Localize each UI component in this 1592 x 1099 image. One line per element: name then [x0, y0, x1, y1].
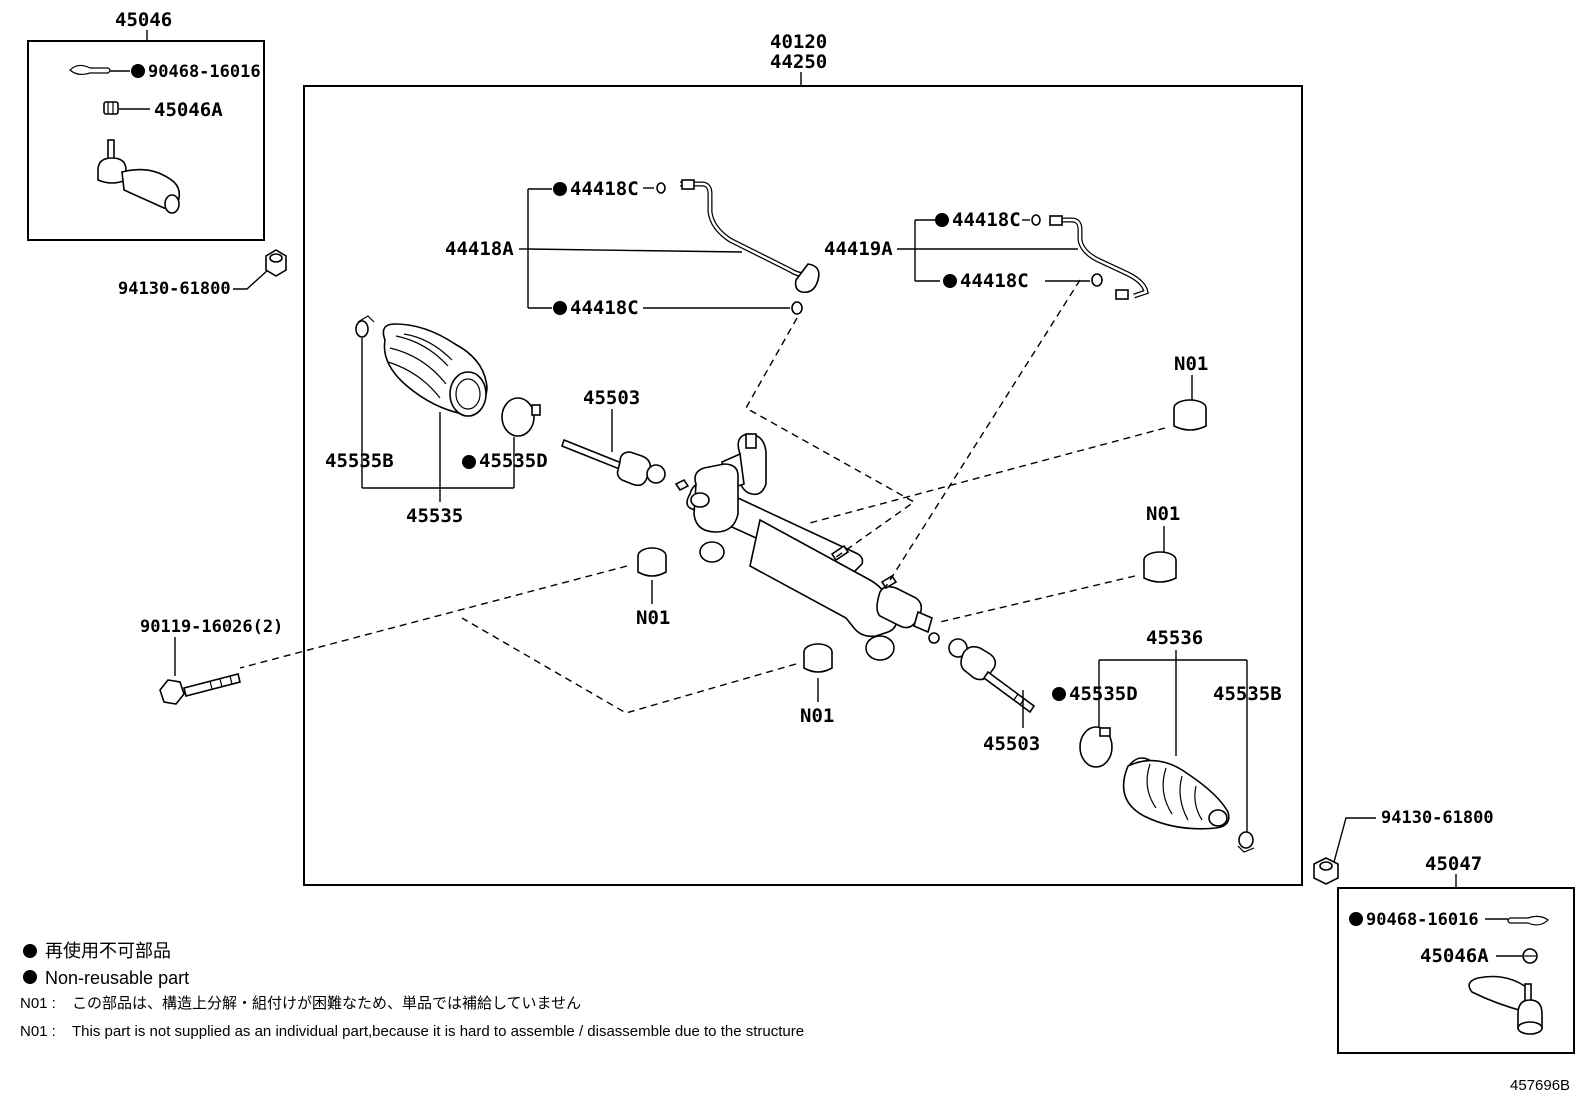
nonreusable-dot: [553, 301, 567, 315]
boot-right-clamp-icon: [1079, 726, 1113, 768]
tube-right-gasket-bottom[interactable]: 44418C: [960, 270, 1029, 292]
lock-nut-left-icon: [265, 249, 287, 277]
bolt-icon: [159, 673, 241, 705]
nonreusable-dot: [462, 455, 476, 469]
boot-left-clip-label[interactable]: 45535B: [325, 450, 394, 472]
tie-rod-end-right-pin[interactable]: 90468-16016: [1366, 910, 1479, 930]
tie-rod-end-right-nut[interactable]: 45046A: [1420, 945, 1489, 967]
boot-left-icon: [382, 323, 488, 417]
bushing-icon-2: [1143, 551, 1177, 583]
gasket-icon: [1031, 214, 1041, 226]
lock-nut-left-label[interactable]: 94130-61800: [118, 279, 231, 299]
cotter-pin-icon: [69, 64, 111, 76]
boot-left-kit-label[interactable]: 45535: [406, 505, 463, 527]
boot-left-clamp-label[interactable]: 45535D: [479, 450, 548, 472]
tube-right-label[interactable]: 44419A: [824, 238, 893, 260]
bushing-label-1[interactable]: N01: [1174, 353, 1208, 375]
nonreusable-dot: [23, 970, 37, 984]
tube-left-gasket-bottom[interactable]: 44418C: [570, 297, 639, 319]
steering-rack-housing-icon: [674, 433, 940, 661]
lock-nut-right-label[interactable]: 94130-61800: [1381, 808, 1494, 828]
tube-right-gasket-top[interactable]: 44418C: [952, 209, 1021, 231]
tie-rod-left-icon: [561, 438, 666, 487]
bushing-icon-3: [637, 547, 667, 577]
main-assembly-label-1[interactable]: 40120: [770, 31, 827, 53]
diagram-id: 457696B: [1510, 1077, 1570, 1094]
tie-rod-end-left-pin[interactable]: 90468-16016: [148, 62, 261, 82]
tie-rod-end-left-label[interactable]: 45046: [115, 9, 172, 31]
nonreusable-dot: [1052, 687, 1066, 701]
castle-nut-icon: [103, 101, 119, 115]
tie-rod-end-left-nut[interactable]: 45046A: [154, 99, 223, 121]
boot-right-clip-label[interactable]: 45535B: [1213, 683, 1282, 705]
boot-right-clamp-label[interactable]: 45535D: [1069, 683, 1138, 705]
bolt-label[interactable]: 90119-16026(2): [140, 617, 283, 637]
bushing-label-4[interactable]: N01: [800, 705, 834, 727]
cotter-pin-icon: [1507, 915, 1549, 926]
tie-rod-right-icon: [948, 638, 1036, 714]
tube-left-gasket-top[interactable]: 44418C: [570, 178, 639, 200]
gasket-icon: [791, 301, 803, 315]
nonreusable-dot: [943, 274, 957, 288]
bushing-label-2[interactable]: N01: [1146, 503, 1180, 525]
boot-right-kit-label[interactable]: 45536: [1146, 627, 1203, 649]
boot-right-icon: [1122, 757, 1230, 830]
lock-nut-right-icon: [1313, 857, 1339, 885]
pressure-tube-right-icon: [1049, 215, 1149, 300]
note-label-ja: N01 :: [20, 995, 56, 1012]
nonreusable-dot: [23, 944, 37, 958]
tie-rod-left-label[interactable]: 45503: [583, 387, 640, 409]
pressure-tube-left-icon: [680, 179, 820, 294]
note-label-en: N01 :: [20, 1023, 56, 1040]
gasket-icon: [1091, 273, 1103, 287]
tube-left-label[interactable]: 44418A: [445, 238, 514, 260]
bushing-icon-1: [1173, 399, 1207, 431]
tie-rod-end-right-frame: [1337, 887, 1575, 1054]
legend-nonreusable-en: Non-reusable part: [45, 968, 189, 988]
nonreusable-dot: [553, 182, 567, 196]
tie-rod-end-right-icon: [1468, 975, 1543, 1035]
castle-nut-icon: [1522, 948, 1538, 964]
boot-right-clip-icon: [1237, 831, 1255, 853]
tie-rod-right-label[interactable]: 45503: [983, 733, 1040, 755]
gasket-icon: [656, 182, 666, 194]
tie-rod-end-left-icon: [97, 139, 181, 214]
nonreusable-dot: [935, 213, 949, 227]
note-ja: この部品は、構造上分解・組付けが困難なため、単品では補給していません: [72, 995, 581, 1012]
bushing-label-3[interactable]: N01: [636, 607, 670, 629]
nonreusable-dot: [131, 64, 145, 78]
boot-left-clamp-icon: [501, 397, 541, 437]
note-en: This part is not supplied as an individu…: [72, 1023, 804, 1040]
tie-rod-end-right-label[interactable]: 45047: [1425, 853, 1482, 875]
legend-nonreusable-ja: 再使用不可部品: [45, 941, 171, 961]
tie-rod-end-left-frame: [27, 40, 265, 241]
main-assembly-frame: [303, 85, 1303, 886]
nonreusable-dot: [1349, 912, 1363, 926]
bushing-icon-4: [803, 643, 833, 673]
main-assembly-label-2[interactable]: 44250: [770, 51, 827, 73]
boot-left-clip-icon: [355, 315, 375, 338]
